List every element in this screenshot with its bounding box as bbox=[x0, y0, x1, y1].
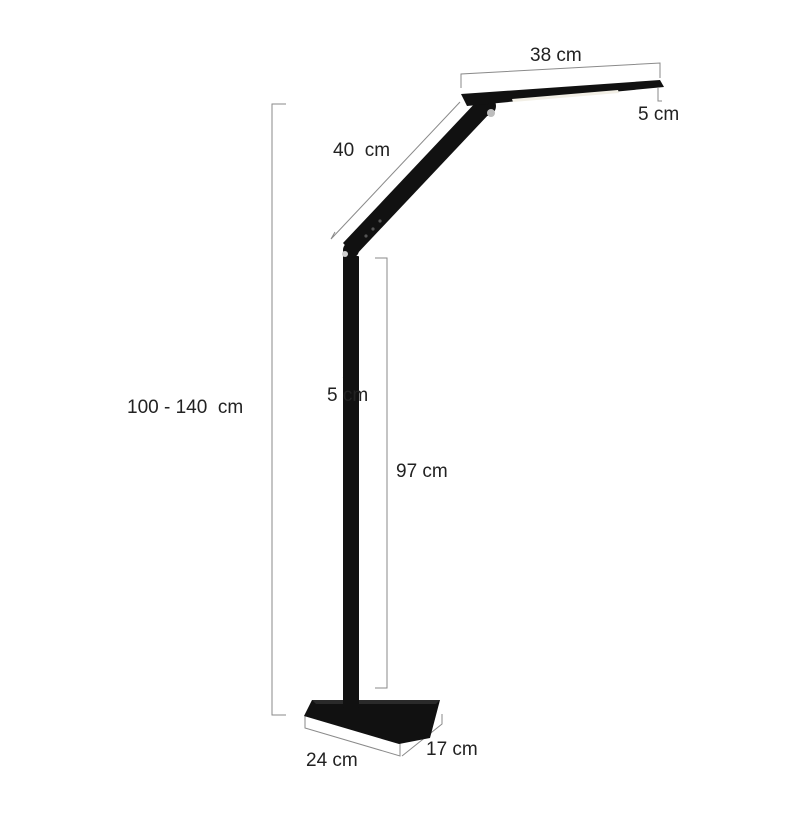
upper-joint-knob bbox=[487, 109, 495, 117]
lamp-base bbox=[304, 700, 440, 744]
head-length-label: 38 cm bbox=[530, 45, 582, 66]
total-height-label: 100 - 140 cm bbox=[127, 397, 243, 418]
led-strip bbox=[512, 90, 619, 102]
base-depth-dimension-line bbox=[401, 714, 443, 757]
upper-arm-length-label: 40 cm bbox=[333, 140, 390, 161]
lamp-pole bbox=[343, 256, 359, 708]
floor-lamp bbox=[304, 80, 664, 744]
head-thickness-dimension-line bbox=[657, 88, 662, 102]
pole-height-dimension-line bbox=[375, 257, 388, 689]
base-width-dimension-line bbox=[304, 716, 401, 757]
base-depth-label: 17 cm bbox=[426, 739, 478, 760]
lamp-head bbox=[461, 80, 664, 106]
dimension-lines bbox=[271, 62, 662, 757]
arm-detail-dot-2 bbox=[371, 227, 375, 231]
lower-joint-knob bbox=[342, 251, 348, 257]
pole-height-label: 97 cm bbox=[396, 461, 448, 482]
head-thickness-label: 5 cm bbox=[638, 104, 679, 125]
arm-detail-dot-3 bbox=[378, 219, 382, 223]
lamp-base-top-highlight bbox=[312, 700, 440, 704]
head-length-dimension-line bbox=[460, 62, 661, 88]
upper-arm bbox=[343, 100, 490, 256]
arm-detail-dot-1 bbox=[364, 234, 368, 238]
dimension-labels: 38 cm 5 cm 40 cm 100 - 140 cm 5 cm 97 cm… bbox=[127, 45, 679, 771]
upper-arm-dimension-line bbox=[330, 101, 461, 240]
total-height-dimension-line bbox=[271, 103, 286, 716]
pole-width-label: 5 cm bbox=[327, 385, 368, 406]
base-width-label: 24 cm bbox=[306, 750, 358, 771]
